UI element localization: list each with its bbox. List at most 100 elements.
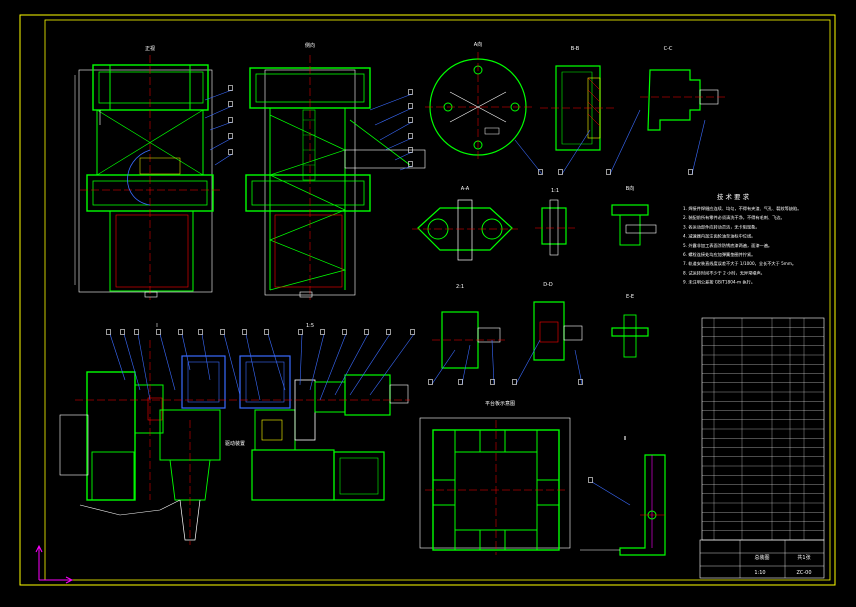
tech-line: 3. 各运动部件应转动灵活，无卡阻现象。 — [683, 223, 760, 230]
leader-line — [181, 333, 191, 371]
section-a-a — [412, 199, 518, 261]
balloon — [410, 329, 415, 335]
leader-line — [267, 333, 286, 391]
side-view — [245, 55, 426, 300]
balloon — [558, 169, 563, 175]
leader-line — [384, 137, 413, 151]
drawing-code: ZC-00 — [796, 570, 811, 576]
leader-line — [369, 93, 413, 111]
balloon — [298, 329, 303, 335]
label-section-3: B向 — [626, 185, 634, 192]
section-2-1-a — [432, 311, 505, 369]
balloon — [134, 329, 139, 335]
label-cup-view: B-B — [571, 46, 580, 52]
label-frame-view: 平台板示意图 — [485, 400, 515, 407]
leader-line — [374, 107, 413, 126]
balloon — [606, 169, 611, 175]
balloon — [408, 133, 413, 139]
balloon — [228, 85, 233, 91]
label-side-view: 侧向 — [305, 42, 315, 49]
tech-requirements: 技 术 要 求 1. 焊接件焊缝应连续、均匀，不得有夹渣、气孔、裂纹等缺陷。2.… — [683, 192, 801, 286]
tech-title: 技 术 要 求 — [717, 192, 750, 201]
drawing-name: 总装图 — [754, 554, 769, 561]
label-bracket-view: C-C — [664, 46, 673, 52]
balloon — [106, 329, 111, 335]
leader-line — [137, 333, 151, 401]
balloon — [156, 329, 161, 335]
balloon — [228, 117, 233, 123]
leader-line — [349, 333, 391, 396]
balloon — [364, 329, 369, 335]
leader-line — [223, 333, 241, 396]
tech-line: 1. 焊接件焊缝应连续、均匀，不得有夹渣、气孔、裂纹等缺陷。 — [683, 205, 801, 212]
leader-line — [319, 333, 347, 401]
leader-line — [574, 349, 583, 385]
leader-line — [109, 333, 126, 381]
tech-line: 5. 外露非加工表面涂防锈底漆两遍，面漆一遍。 — [683, 242, 772, 249]
inner-border — [44, 19, 831, 581]
leader-line — [159, 333, 176, 391]
leader-line — [299, 333, 303, 386]
balloon — [588, 477, 593, 483]
tech-line: 8. 试运转时间不少于 2 小时，无异常噪声。 — [683, 269, 765, 276]
leader-line — [514, 139, 543, 175]
balloon — [538, 169, 543, 175]
balloon — [220, 329, 225, 335]
leader-line — [204, 89, 233, 101]
balloon — [428, 379, 433, 385]
leader-line — [691, 119, 706, 175]
leader-line — [591, 481, 631, 506]
section-d-d — [533, 301, 583, 361]
section-1-1 — [535, 199, 575, 256]
leader-line — [209, 121, 233, 131]
leader-line — [309, 333, 325, 391]
label-section-4: 2:1 — [456, 284, 464, 290]
balloon — [578, 379, 583, 385]
balloon — [264, 329, 269, 335]
balloon — [688, 169, 693, 175]
leader-line — [515, 339, 541, 385]
title-block: 总装图 1:10 共1张 ZC-00 — [699, 539, 825, 579]
angle-view — [580, 454, 666, 556]
callout-scale: 1:5 — [306, 323, 314, 329]
ucs-icon — [35, 544, 74, 584]
leader-line — [245, 333, 261, 401]
leader-lines — [106, 85, 706, 506]
balloon — [386, 329, 391, 335]
label-angle-view: Ⅱ — [624, 436, 626, 442]
leader-line — [209, 137, 233, 151]
leader-line — [201, 333, 211, 381]
section-b — [611, 204, 657, 246]
balloon — [198, 329, 203, 335]
leader-line — [394, 151, 413, 161]
disk-view — [425, 52, 532, 162]
tech-line: 6. 螺栓连接处均应加弹簧垫圈并拧紧。 — [683, 251, 755, 258]
drawing-sheet: 共1张 — [797, 554, 810, 561]
parts-list-table — [701, 317, 825, 541]
balloon — [408, 117, 413, 123]
frame-view — [419, 417, 571, 555]
tech-line: 9. 未注明公差按 GB/T1804-m 执行。 — [683, 279, 755, 286]
balloon — [120, 329, 125, 335]
callout-drive: 驱动装置 — [225, 440, 245, 447]
leader-line — [204, 105, 233, 119]
balloon — [408, 89, 413, 95]
balloon — [458, 379, 463, 385]
leader-line — [431, 349, 456, 385]
outer-border — [19, 14, 836, 586]
label-section-1: A-A — [461, 186, 470, 192]
assembly-view — [59, 340, 410, 545]
balloon — [490, 379, 495, 385]
label-bottom-view: Ⅰ — [156, 323, 157, 329]
balloon — [408, 147, 413, 153]
balloon — [342, 329, 347, 335]
leader-line — [561, 129, 591, 175]
label-section-2: 1:1 — [551, 188, 559, 194]
section-e-e — [611, 314, 649, 358]
label-section-7: E-E — [626, 294, 634, 300]
balloon — [512, 379, 517, 385]
balloon — [228, 149, 233, 155]
leader-line — [214, 153, 233, 166]
